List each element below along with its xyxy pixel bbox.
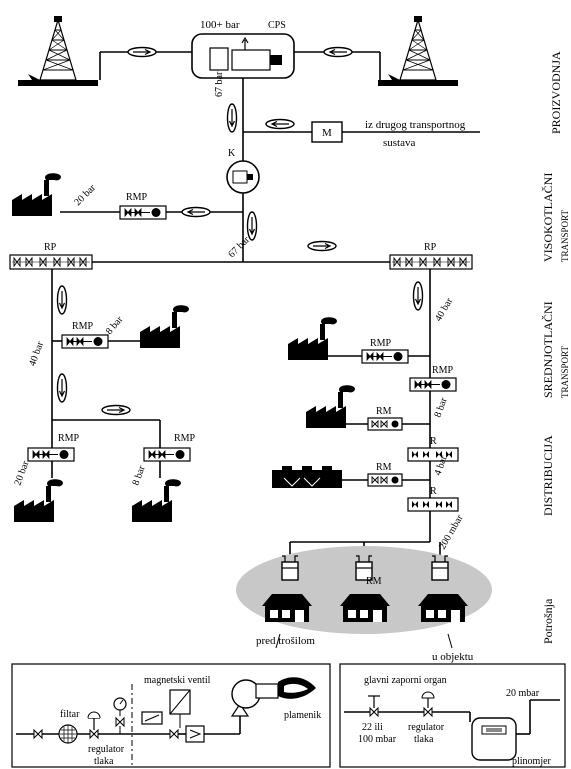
flow-arrow-icon [412, 281, 424, 311]
flow-arrow-icon [323, 46, 353, 58]
rm-station [367, 473, 403, 487]
rm1-label: RM [376, 406, 392, 417]
flow-arrow-icon [226, 103, 238, 133]
side-label-consumption: Potrošnja [541, 598, 555, 644]
pressure-8-label: 8 bar [104, 314, 126, 337]
main-shutoff-valve-icon [368, 695, 380, 717]
rmp-station [119, 205, 167, 220]
regulator-icon [87, 711, 101, 739]
pressure-8-bottom-label: 8 bar [130, 464, 147, 487]
rmp-station [409, 377, 457, 392]
rm2-label: RM [376, 462, 392, 473]
r1-label: R [430, 436, 437, 447]
side-label-distribution: DISTRIBUCIJA [541, 435, 555, 516]
factory-icon [12, 173, 61, 216]
pressure-40-right-label: 40 bar [433, 296, 455, 324]
rmp-right-label: RMP [370, 338, 392, 349]
r-station [407, 447, 459, 462]
pressure-20-label: 20 bar [72, 182, 98, 208]
pressure-range-label: 22 ili [362, 722, 383, 733]
r2-label: R [430, 486, 437, 497]
side-label-production: PROIZVODNJA [549, 51, 563, 134]
side-label-medium-pressure: SREDNJOTLAČNI [541, 301, 555, 398]
factory-icon [288, 317, 337, 360]
factory-icon [306, 385, 355, 428]
cps-station [191, 33, 295, 79]
regulator-label-2: tlaka [94, 756, 114, 767]
pressure-67-label: 67 bar [214, 71, 225, 97]
cps-pressure-label: 100+ bar [200, 19, 240, 31]
filter-icon [58, 724, 78, 744]
other-system-label: iz drugog transportnog [365, 119, 466, 131]
solenoid-label: magnetski ventil [144, 675, 211, 686]
regulator-right-label-2: tlaka [414, 734, 434, 745]
flow-arrow-icon [246, 211, 258, 241]
rmp-station [361, 349, 409, 364]
flow-arrow-icon [127, 46, 157, 58]
main-shutoff-label: glavni zaporni organ [364, 675, 447, 686]
meter-m-label: M [322, 127, 332, 139]
gas-meter-detail-icon [471, 717, 517, 761]
industrial-plant-icon [272, 466, 342, 488]
rp-station-right [389, 254, 473, 270]
cps-label: CPS [268, 20, 286, 31]
flow-arrow-icon [181, 206, 211, 218]
before-consumer-label: pred trošilom [256, 635, 315, 647]
r-station [407, 497, 459, 512]
pressure-range-label-2: 100 mbar [358, 734, 397, 745]
regulator-icon [421, 691, 435, 717]
gas-meter-label: plinomjer [512, 756, 552, 767]
compressor-k [226, 160, 260, 194]
house-icon [340, 594, 390, 622]
rp-right-label: RP [424, 242, 437, 253]
burner-label: plamenik [284, 710, 321, 721]
consumption-rm-label: RM [366, 576, 382, 587]
rmp-station [27, 447, 75, 462]
flow-arrow-icon [307, 240, 337, 252]
burner-icon [230, 677, 316, 717]
side-label-medium-pressure-sub: TRANSPORT [560, 346, 570, 398]
flow-arrow-icon [101, 404, 131, 416]
rp-station-left [9, 254, 93, 270]
rmp-right2-label: RMP [432, 365, 454, 376]
house-icon [262, 594, 312, 622]
pressure-20mbar-label: 20 mbar [506, 688, 540, 699]
rmp-station [61, 334, 109, 349]
regulator-label: regulator [88, 744, 125, 755]
side-label-high-pressure-sub: TRANSPORT [560, 210, 570, 262]
pressure-67b-label: 67 bar [226, 234, 252, 260]
in-building-label: u objektu [432, 651, 474, 663]
rm-station [367, 417, 403, 431]
other-system-label-2: sustava [383, 137, 416, 149]
house-icon [418, 594, 468, 622]
side-label-high-pressure: VISOKOTLAČNI [541, 173, 555, 262]
rmp-bottom-left-label: RMP [58, 433, 80, 444]
flow-arrow-icon [56, 285, 68, 315]
rp-left-label: RP [44, 242, 57, 253]
rmp-left-label: RMP [72, 321, 94, 332]
derrick-left-icon [17, 15, 99, 87]
compressor-k-label: K [228, 148, 236, 159]
pressure-20-bottom-label: 20 bar [12, 459, 31, 487]
flow-arrow-icon [56, 373, 68, 403]
rmp-station [143, 447, 191, 462]
factory-icon [140, 305, 189, 348]
pressure-8-dist-label: 8 bar [432, 396, 449, 419]
pressure-200-label: 200 mbar [437, 512, 466, 551]
pressure-40-left-label: 40 bar [27, 339, 46, 367]
derrick-right-icon [377, 15, 459, 87]
gauge-icon [113, 697, 127, 734]
filter-label: filtar [60, 709, 80, 720]
detail-left-box [11, 663, 331, 768]
sensor-box-icon [141, 711, 163, 725]
rmp-bottom-right-label: RMP [174, 433, 196, 444]
meter-m-box [311, 121, 343, 143]
rmp-label: RMP [126, 192, 148, 203]
flow-arrow-icon [265, 118, 295, 130]
regulator-right-label: regulator [408, 722, 445, 733]
